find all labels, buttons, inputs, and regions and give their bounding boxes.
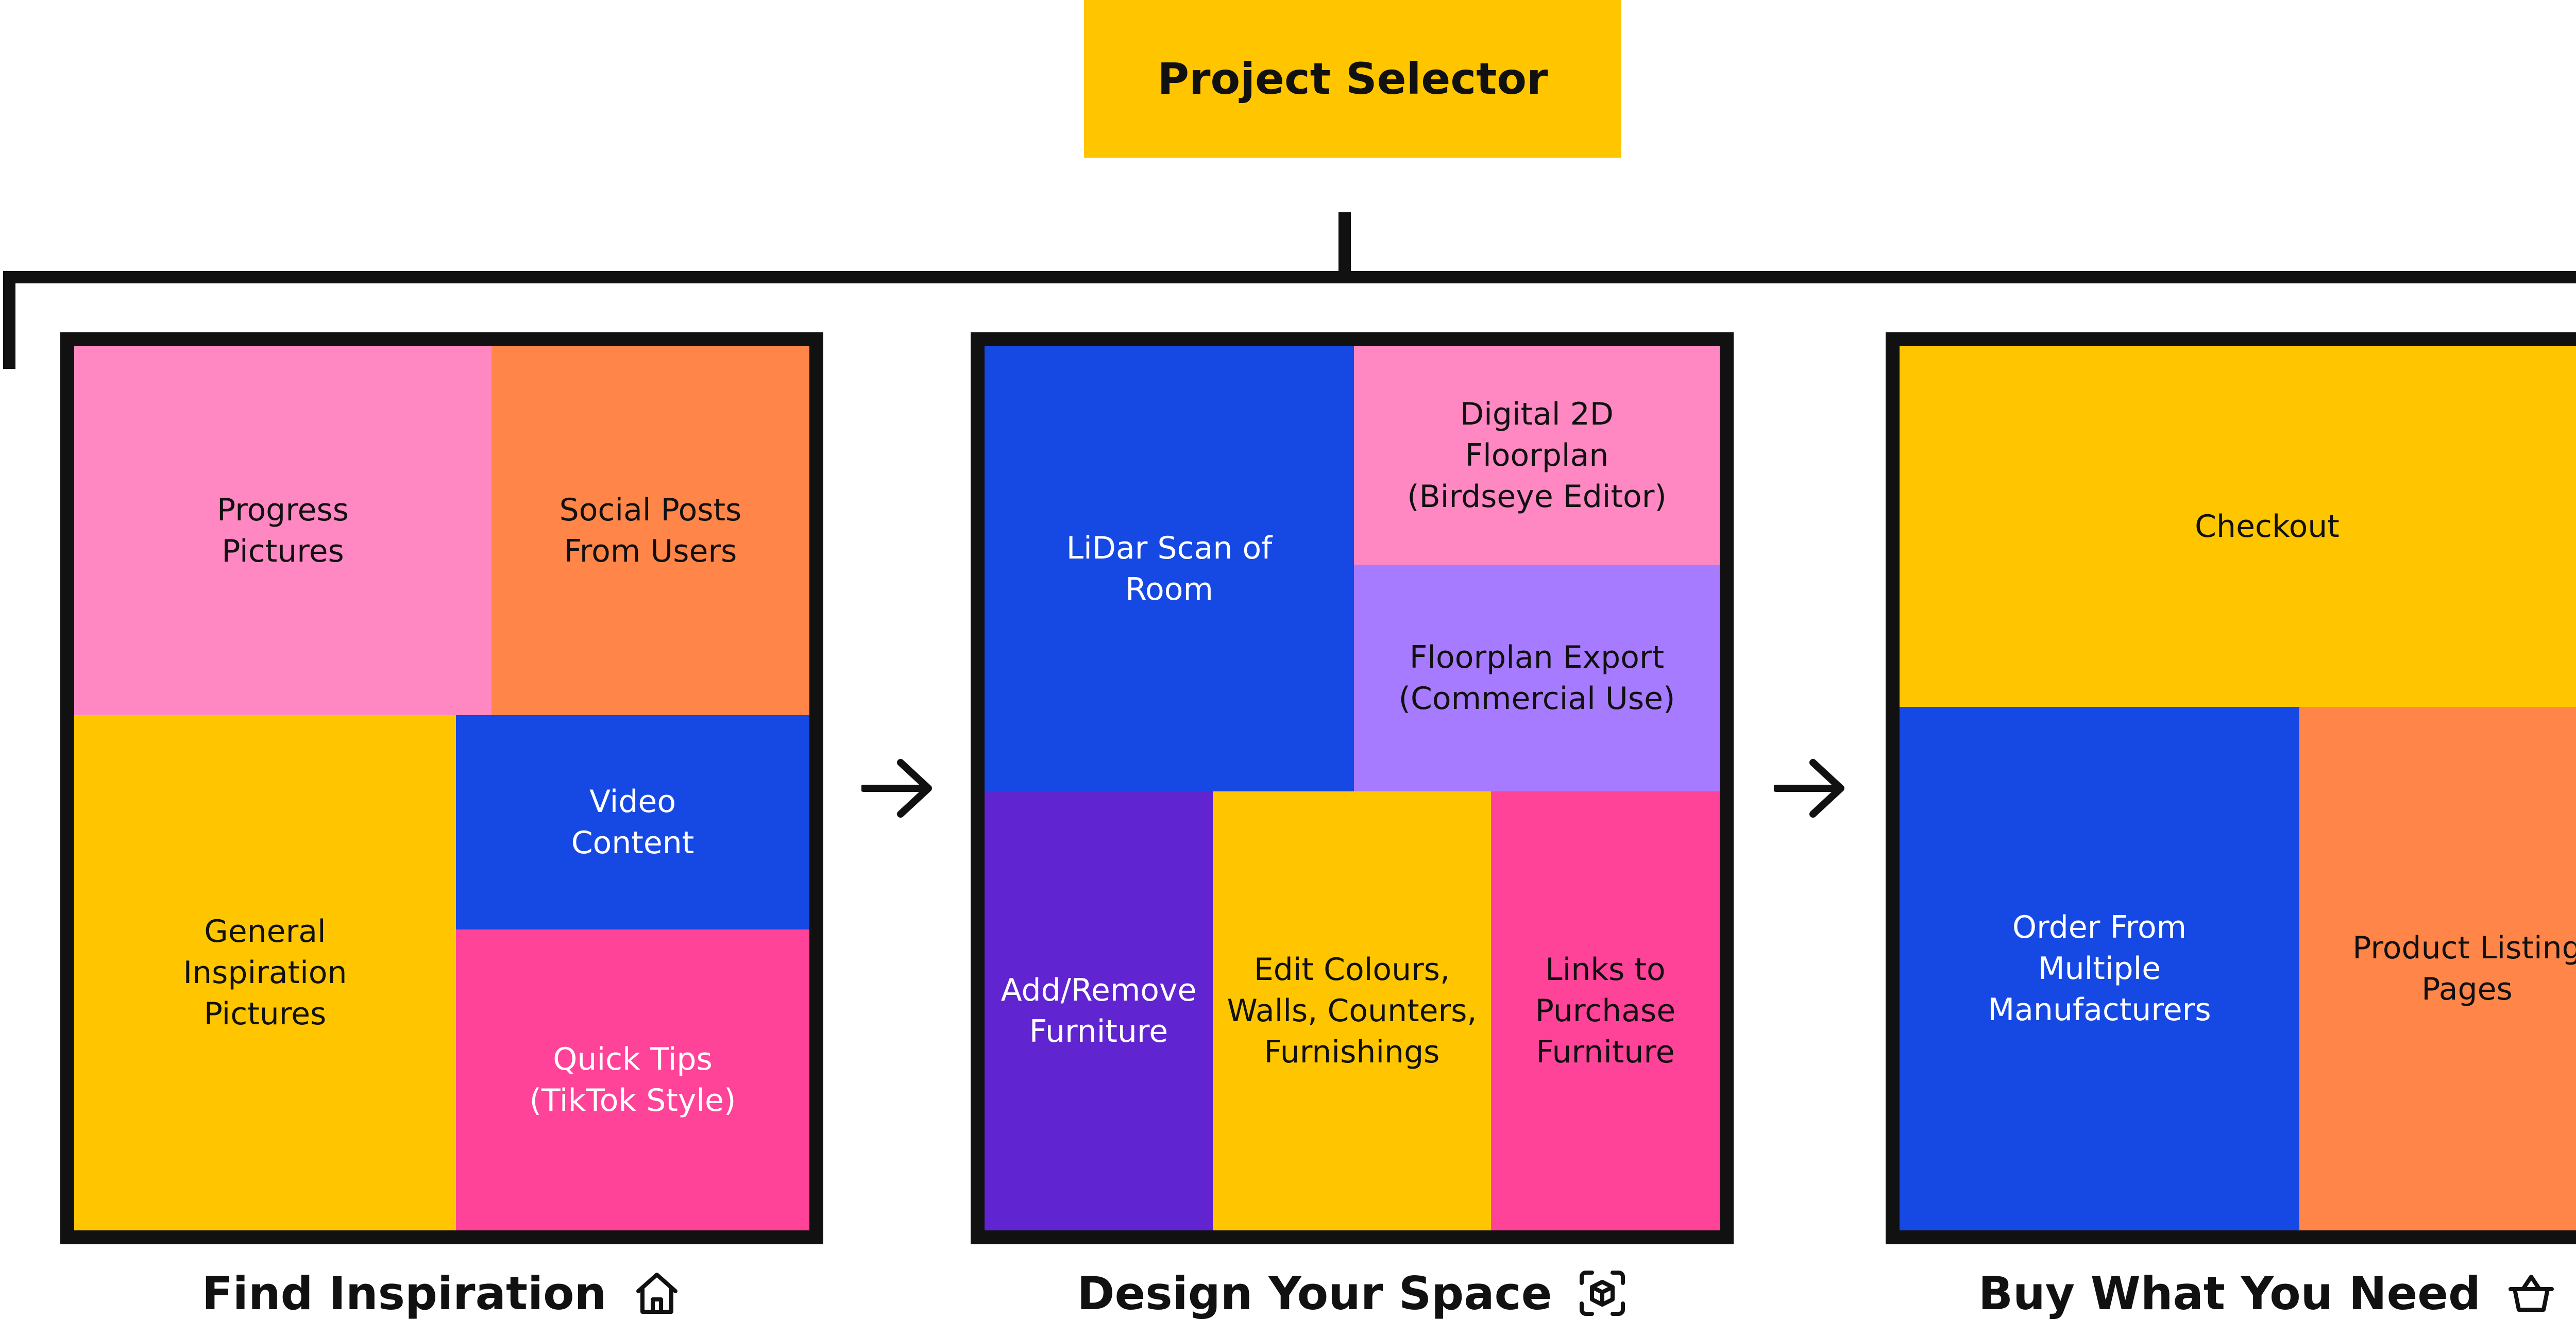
project-selector-node: Project Selector	[1084, 0, 1621, 158]
floorplan-export-cell: Floorplan Export (Commercial Use)	[1354, 565, 1720, 791]
lidar-scan-cell: LiDar Scan of Room	[985, 346, 1354, 791]
project-selector-label: Project Selector	[1157, 54, 1548, 104]
general-inspiration-cell: General Inspiration Pictures	[74, 715, 456, 1230]
find-inspiration-panel: Progress Pictures Social Posts From User…	[60, 332, 823, 1244]
home-icon	[636, 1273, 678, 1314]
design-your-space-panel: LiDar Scan of Room Digital 2D Floorplan …	[971, 332, 1734, 1244]
connector-stem	[1338, 212, 1351, 277]
social-posts-cell: Social Posts From Users	[492, 346, 809, 715]
design-your-space-title: Design Your Space	[1077, 1266, 1552, 1320]
find-inspiration-title: Find Inspiration	[201, 1266, 607, 1320]
digital-2d-floorplan-cell: Digital 2D Floorplan (Birdseye Editor)	[1354, 346, 1720, 565]
buy-what-you-need-title: Buy What You Need	[1978, 1266, 2481, 1320]
product-listing-pages-cell: Product Listing Pages	[2299, 707, 2576, 1230]
3d-scan-icon	[1580, 1271, 1625, 1316]
arrow-right-icon	[861, 757, 934, 819]
find-inspiration-caption: Find Inspiration	[60, 1260, 823, 1327]
links-to-purchase-cell: Links to Purchase Furniture	[1491, 791, 1720, 1230]
add-remove-furniture-cell: Add/Remove Furniture	[985, 791, 1213, 1230]
design-your-space-caption: Design Your Space	[971, 1260, 1734, 1327]
progress-pictures-cell: Progress Pictures	[74, 346, 492, 715]
buy-what-you-need-panel: Checkout Order From Multiple Manufacture…	[1886, 332, 2576, 1244]
connector-horizontal-bar	[3, 271, 2576, 283]
basket-icon	[2508, 1275, 2554, 1312]
order-from-manufacturers-cell: Order From Multiple Manufacturers	[1900, 707, 2299, 1230]
quick-tips-cell: Quick Tips (TikTok Style)	[456, 929, 809, 1230]
video-content-cell: Video Content	[456, 715, 809, 929]
connector-left-leg	[3, 271, 15, 369]
arrow-right-icon	[1774, 757, 1846, 819]
edit-colours-cell: Edit Colours, Walls, Counters, Furnishin…	[1213, 791, 1491, 1230]
buy-what-you-need-caption: Buy What You Need	[1886, 1260, 2576, 1327]
checkout-cell: Checkout	[1900, 346, 2576, 707]
